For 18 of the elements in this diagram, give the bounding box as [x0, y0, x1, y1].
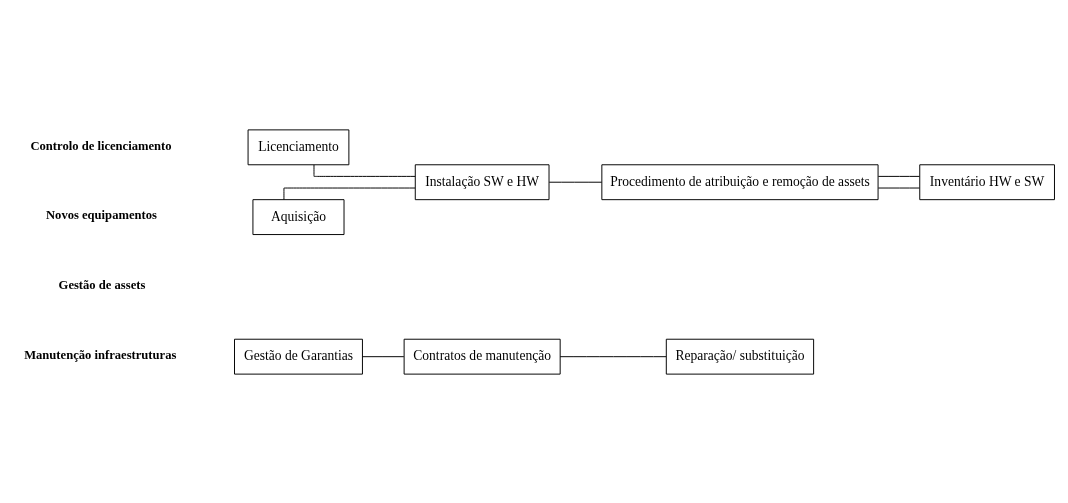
node-box: Aquisição: [252, 198, 345, 235]
node-box: Reparação/ substituição: [665, 338, 815, 375]
node-box: Contratos de manutenção: [403, 338, 561, 375]
connector: [877, 187, 920, 188]
node-box: Licenciamento: [247, 128, 350, 165]
node-box: Gestão de Garantias: [234, 338, 363, 375]
connector: [559, 355, 667, 357]
node-box: Inventário HW e SW: [919, 163, 1055, 200]
label: Novos equipamentos: [45, 207, 157, 222]
connector: [361, 355, 405, 357]
connector: [877, 175, 920, 177]
label: Manutenção infraestruturas: [24, 347, 177, 362]
node-box: Procedimento de atribuição e remoção de assets: [601, 163, 879, 200]
label: Controlo de licenciamento: [30, 138, 172, 153]
connector: [313, 163, 416, 177]
node-box: Instalação SW e HW: [414, 163, 550, 200]
connector: [548, 181, 603, 183]
label: Gestão de assets: [58, 277, 146, 292]
